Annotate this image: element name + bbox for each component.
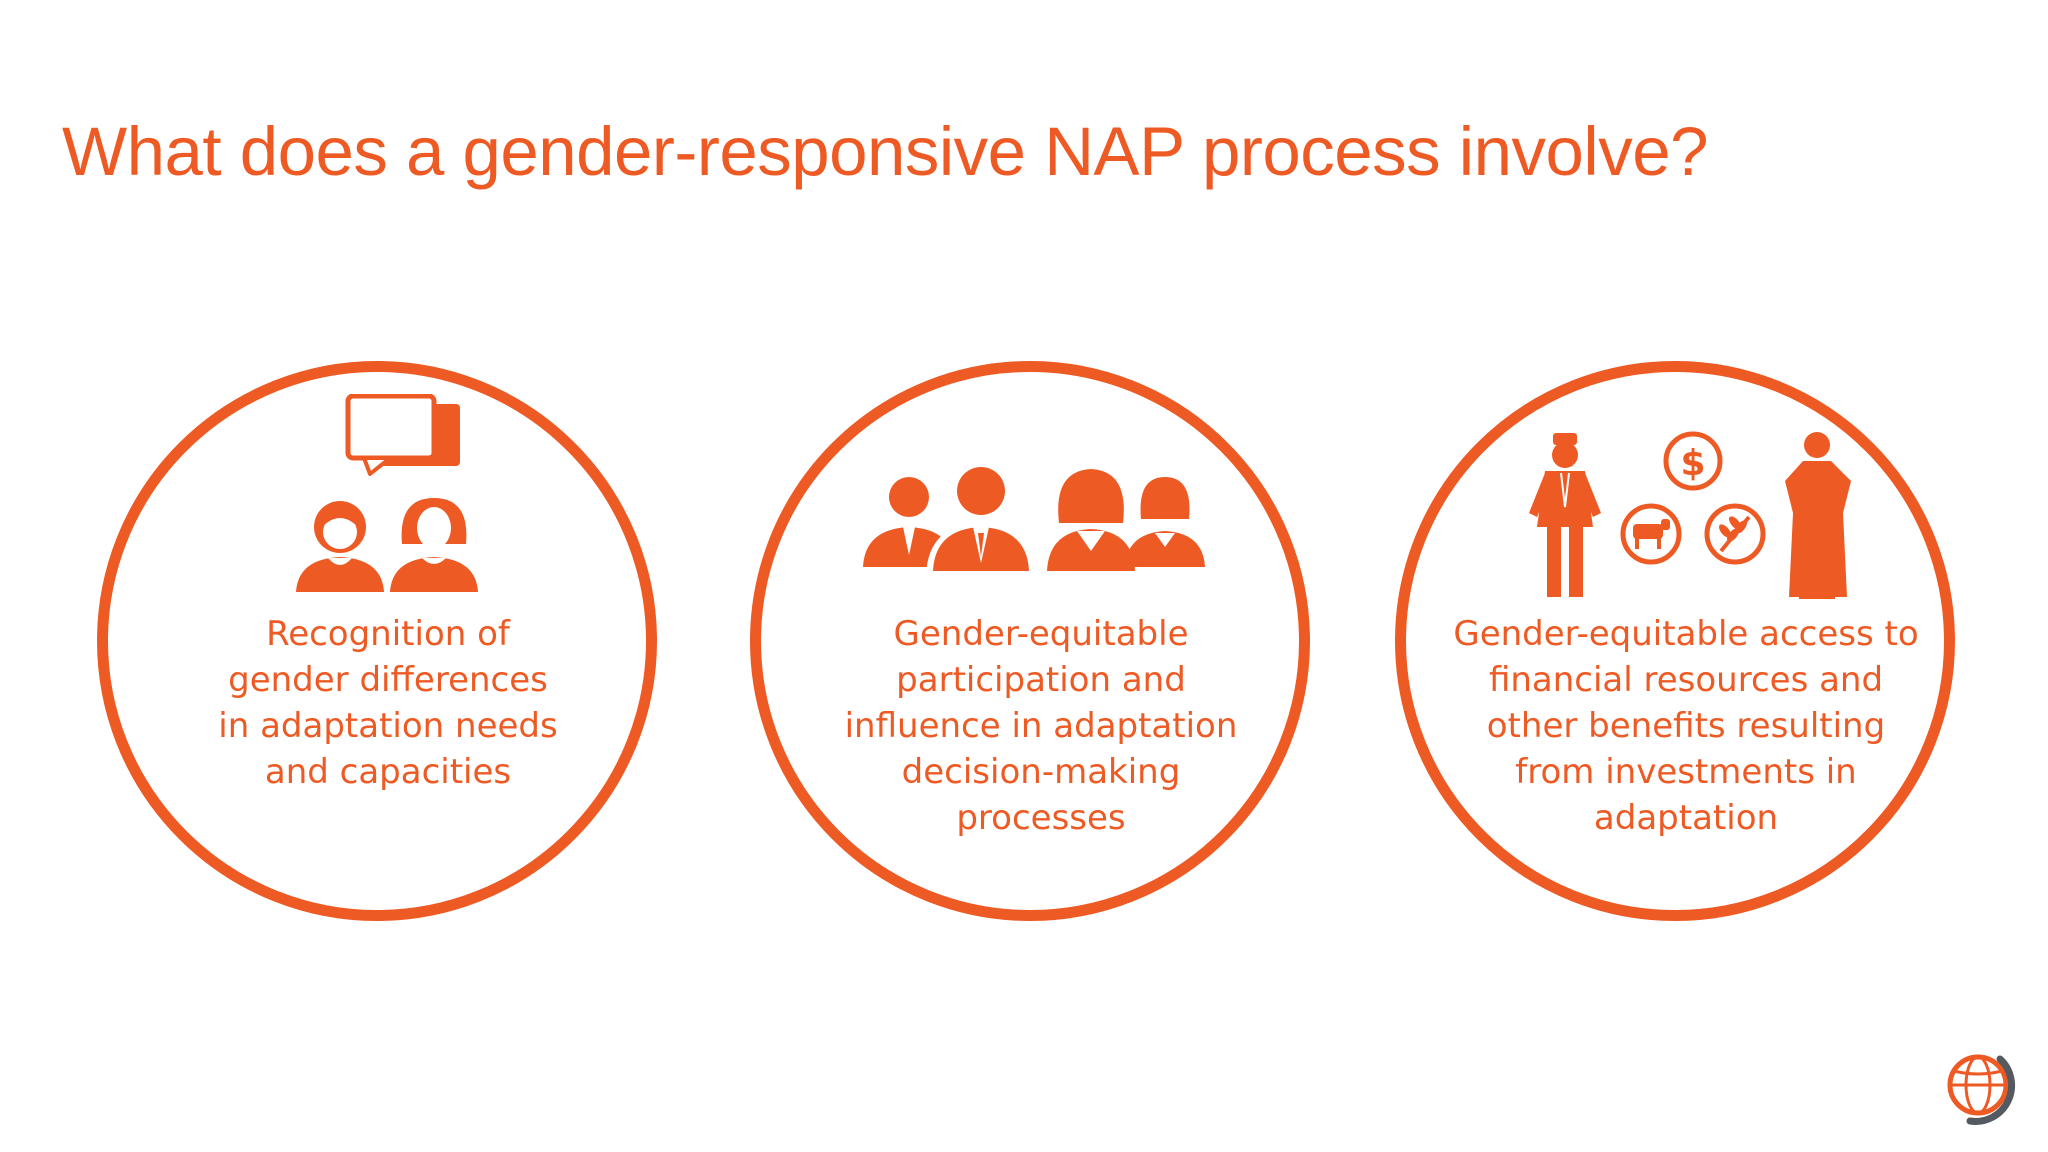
circle-access: $ Gender-equitable access to financial r…: [1395, 361, 1955, 921]
page-title: What does a gender-responsive NAP proces…: [62, 113, 1708, 190]
svg-text:$: $: [1680, 443, 1705, 484]
speech-bubble-man-woman-icon: [296, 394, 478, 592]
man-woman-resources-icon: $: [1529, 431, 1851, 599]
item-text-recognition: Recognition of gender differences in ada…: [218, 614, 558, 792]
globe-logo-icon: [1947, 1054, 2016, 1125]
business-group-icon: [863, 467, 1205, 577]
circle-recognition: Recognition of gender differences in ada…: [97, 361, 657, 921]
item-text-access: Gender-equitable access to financial res…: [1453, 614, 1919, 838]
circle-participation: Gender-equitable participation and influ…: [750, 361, 1310, 921]
item-text-participation: Gender-equitable participation and influ…: [844, 614, 1238, 838]
